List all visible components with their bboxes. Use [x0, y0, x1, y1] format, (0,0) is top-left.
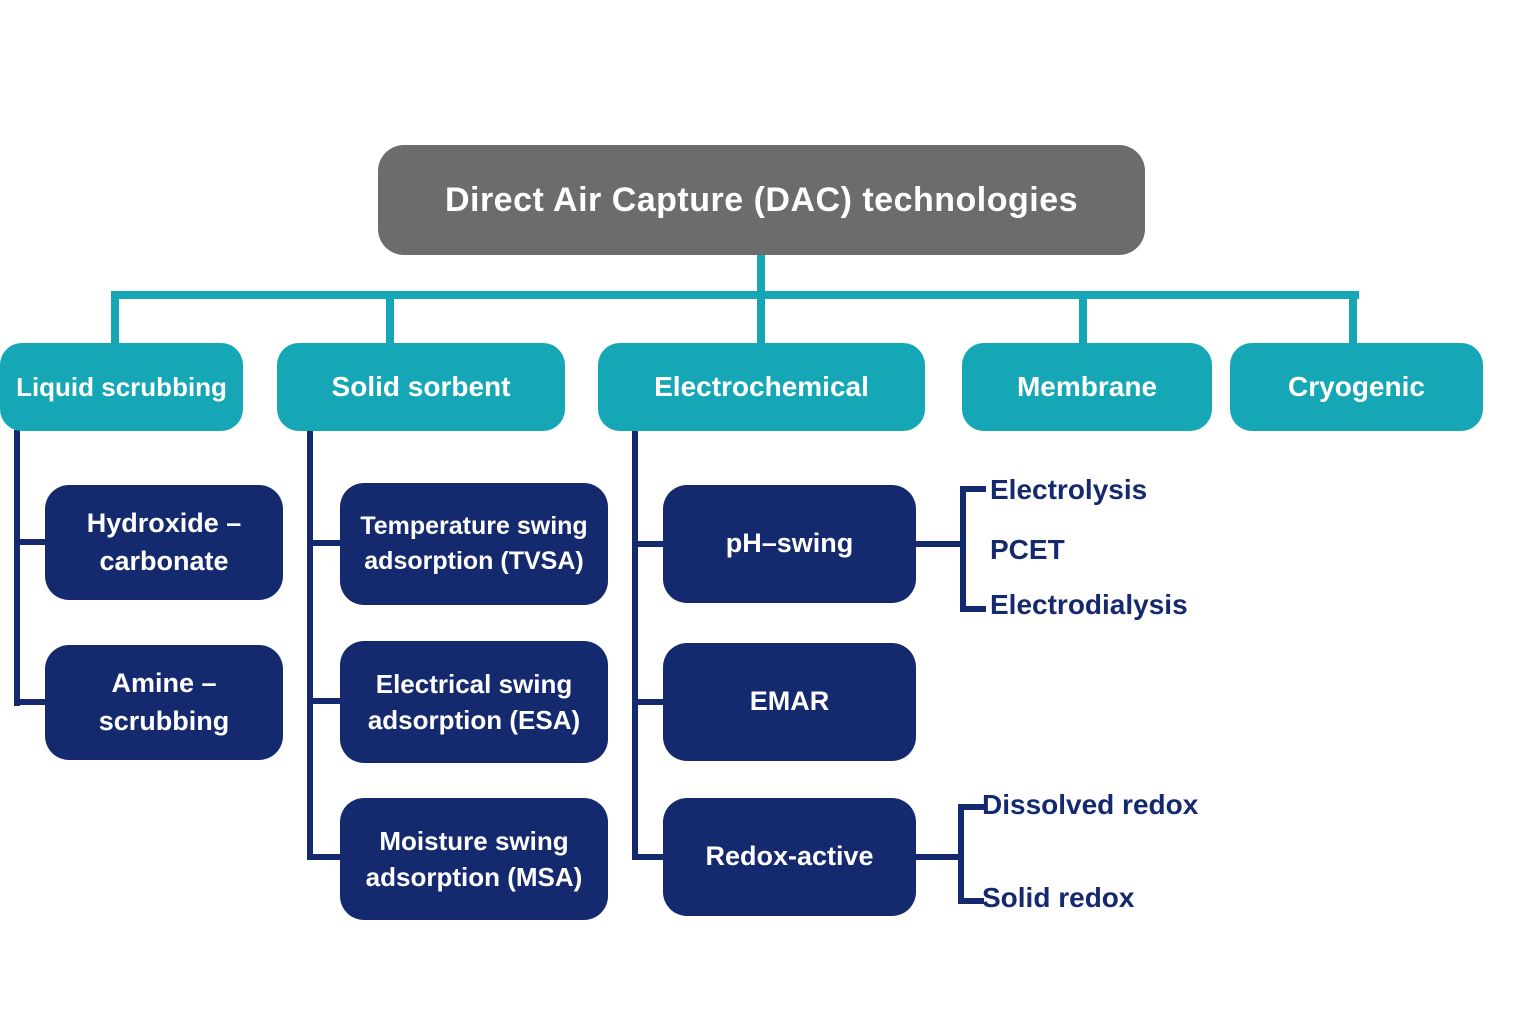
leaf-dissolved-redox: Dissolved redox: [982, 789, 1199, 820]
connector-drop-electrochemical: [757, 297, 765, 345]
connector-root-stem: [757, 253, 765, 296]
connector-solid-stub-tvsa: [307, 540, 342, 546]
category-label: Liquid scrubbing: [16, 371, 227, 402]
node-amine-scrubbing: Amine – scrubbing: [45, 645, 283, 760]
connector-electro-vertical: [632, 430, 638, 859]
category-label: Solid sorbent: [331, 371, 511, 402]
node-label: Moisture swing adsorption (MSA): [365, 825, 583, 892]
category-liquid-scrubbing: Liquid scrubbing: [0, 343, 243, 431]
bracket-redox-tick-bottom: [964, 898, 984, 904]
connector-solid-stub-esa: [307, 698, 342, 704]
bracket-redox-vertical: [958, 804, 964, 904]
node-esa: Electrical swing adsorption (ESA): [340, 641, 608, 763]
connector-liquid-stub-amine: [14, 699, 47, 705]
connector-liquid-stub-hydroxide: [14, 539, 47, 545]
category-cryogenic: Cryogenic: [1230, 343, 1483, 431]
node-tvsa: Temperature swing adsorption (TVSA): [340, 483, 608, 605]
node-label: Amine – scrubbing: [98, 667, 230, 736]
node-label: Temperature swing adsorption (TVSA): [360, 512, 588, 575]
connector-liquid-vertical: [14, 430, 20, 706]
category-electrochemical: Electrochemical: [598, 343, 925, 431]
root-node-label: Direct Air Capture (DAC) technologies: [444, 180, 1079, 219]
bracket-redox-horizontal: [914, 854, 964, 860]
node-label: Electrical swing adsorption (ESA): [367, 668, 581, 735]
node-label: Hydroxide – carbonate: [86, 507, 242, 576]
node-label: pH–swing: [725, 528, 854, 559]
bracket-ph-tick-top: [966, 486, 986, 492]
leaf-pcet: PCET: [990, 534, 1065, 565]
bracket-ph-tick-bottom: [966, 606, 986, 612]
category-membrane: Membrane: [962, 343, 1212, 431]
connector-drop-cryogenic: [1349, 297, 1357, 345]
root-node: Direct Air Capture (DAC) technologies: [378, 145, 1145, 255]
node-label: Redox-active: [705, 841, 874, 872]
leaf-solid-redox: Solid redox: [982, 882, 1135, 913]
connector-horizontal-bus: [111, 291, 1359, 299]
node-label: EMAR: [749, 686, 830, 717]
node-redox-active: Redox-active: [663, 798, 916, 916]
connector-electro-stub-redox: [632, 854, 665, 860]
category-label: Cryogenic: [1288, 371, 1425, 402]
connector-solid-stub-msa: [307, 854, 342, 860]
bracket-ph-horizontal: [914, 541, 966, 547]
connector-drop-membrane: [1079, 297, 1087, 345]
category-label: Membrane: [1016, 371, 1158, 402]
category-label: Electrochemical: [654, 371, 869, 402]
category-solid-sorbent: Solid sorbent: [277, 343, 565, 431]
leaf-electrolysis: Electrolysis: [990, 474, 1148, 505]
connector-drop-solid-sorbent: [386, 297, 394, 345]
node-emar: EMAR: [663, 643, 916, 761]
connector-electro-stub-ph: [632, 541, 665, 547]
connector-electro-stub-emar: [632, 699, 665, 705]
node-hydroxide-carbonate: Hydroxide – carbonate: [45, 485, 283, 600]
leaf-electrodialysis: Electrodialysis: [990, 589, 1188, 620]
bracket-ph-vertical: [960, 486, 966, 612]
node-msa: Moisture swing adsorption (MSA): [340, 798, 608, 920]
connector-solid-vertical: [307, 430, 313, 860]
bracket-redox-tick-top: [964, 804, 984, 810]
connector-drop-liquid-scrubbing: [111, 297, 119, 345]
node-ph-swing: pH–swing: [663, 485, 916, 603]
